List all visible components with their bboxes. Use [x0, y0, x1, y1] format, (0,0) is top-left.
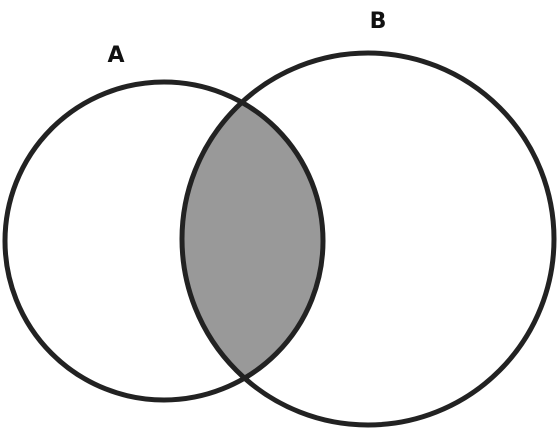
intersection-region [182, 82, 323, 400]
set-label-a: A [107, 43, 124, 68]
set-label-b: B [370, 9, 387, 34]
circle-b [179, 50, 557, 428]
circle-a [2, 79, 326, 403]
